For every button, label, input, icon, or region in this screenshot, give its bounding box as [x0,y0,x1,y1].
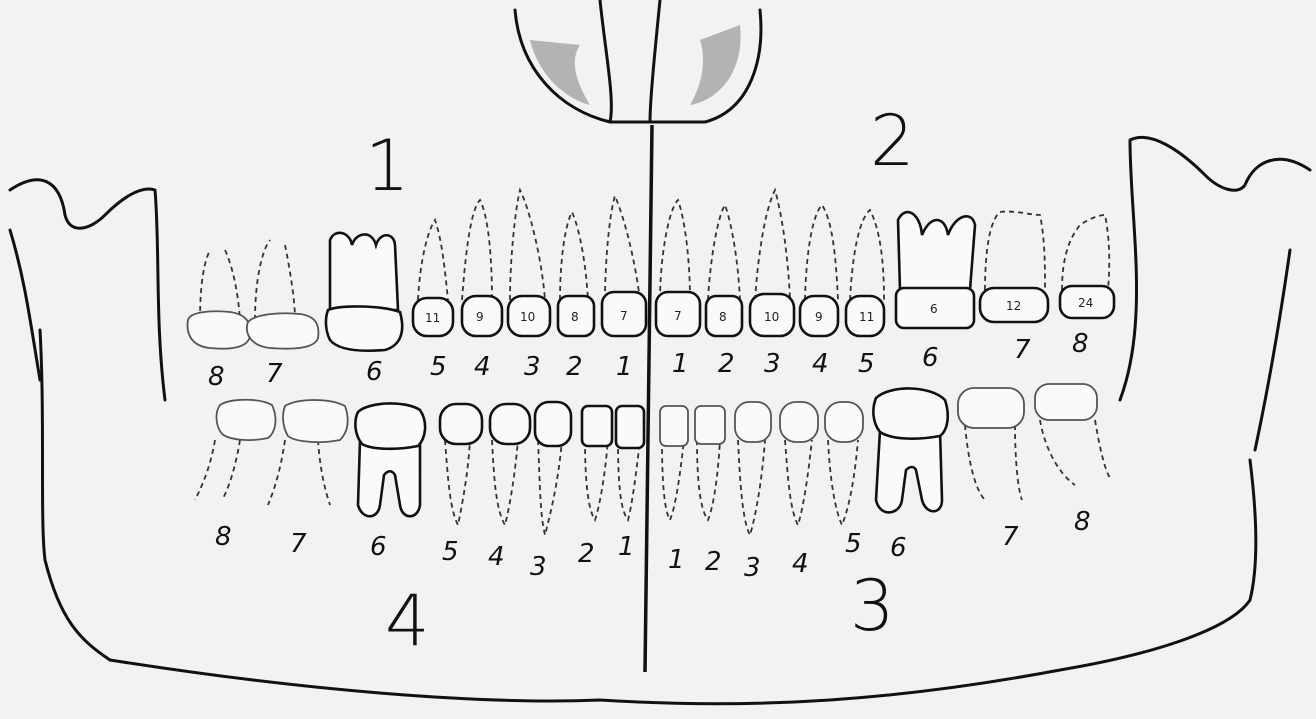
crown-lower-left-4 [780,402,818,442]
jaw-left-ramus [10,180,165,400]
lower-left-number-8: 8 [1074,507,1091,537]
crown-label-ul5: 11 [859,310,874,324]
lower-left-number-3: 3 [744,553,761,583]
lower-left-number-4: 4 [792,549,809,579]
crown-label-ul8: 24 [1078,296,1093,310]
lower-left-number-5: 5 [845,529,862,559]
crown-label-ur2: 8 [571,310,579,324]
crown-label-ur4: 9 [476,310,484,324]
crown-label-ul4: 9 [815,310,823,324]
upper-right-number-5: 5 [430,352,447,382]
crown-label-ur5: 11 [425,311,440,325]
upper-left-number-7: 7 [1014,335,1031,365]
upper-left-number-3: 3 [764,349,781,379]
lower-tooth-numbers: 8 7 6 5 4 3 2 1 1 2 3 4 5 6 7 8 [215,507,1091,583]
upper-left-number-5: 5 [858,349,875,379]
crown-lower-left-2 [695,406,725,444]
lower-right-number-7: 7 [290,529,307,559]
lower-left-number-1: 1 [668,545,685,575]
upper-left-number-1: 1 [672,349,689,379]
crown-lower-right-1 [616,406,644,448]
lower-left-number-7: 7 [1002,522,1019,552]
upper-right-number-7: 7 [266,359,283,389]
crown-label-ul2: 8 [719,310,727,324]
upper-right-number-8: 8 [208,362,225,392]
upper-right-number-6: 6 [366,357,383,387]
upper-right-number-3: 3 [524,352,541,382]
crown-lower-right-3 [535,402,571,446]
lower-right-number-5: 5 [442,537,459,567]
quadrant-3-label: 3 [850,565,895,647]
crown-label-ur1: 7 [620,309,628,323]
nasal-structure [515,0,761,122]
crown-lower-left-1 [660,406,688,446]
lower-right-number-3: 3 [530,552,547,582]
crown-lower-right-4 [490,404,530,444]
lower-right-number-1: 1 [618,532,635,562]
crown-label-ul1: 7 [674,309,682,323]
crown-lower-left-7 [958,388,1024,428]
upper-left-number-2: 2 [718,349,735,379]
crown-label-ur3: 10 [520,310,535,324]
midline [645,125,652,672]
upper-right-number-4: 4 [474,352,491,382]
upper-right-number-1: 1 [616,352,633,382]
upper-left-number-4: 4 [812,349,829,379]
crown-lower-left-8 [1035,384,1097,420]
lower-right-number-8: 8 [215,522,232,552]
upper-left-number-6: 6 [922,343,939,373]
upper-right-number-2: 2 [566,352,583,382]
quadrant-2-label: 2 [870,100,915,182]
lower-crowns [216,384,1097,516]
jaw-right-ramus-inner [1255,250,1290,450]
crown-label-ul7: 12 [1006,299,1021,313]
crown-label-ul6: 6 [930,302,938,316]
crown-lower-left-5 [825,402,863,442]
crown-lower-right-2 [582,406,612,446]
jaw-left-ramus-inner [10,230,40,380]
quadrant-4-label: 4 [385,580,430,662]
upper-left-number-8: 8 [1072,329,1089,359]
crown-lower-right-5 [440,404,482,444]
lower-right-number-4: 4 [488,542,505,572]
lower-left-number-2: 2 [705,547,722,577]
crown-label-ul3: 10 [764,310,779,324]
jaw-right-ramus [1120,137,1310,400]
lower-right-number-2: 2 [578,539,595,569]
lower-right-number-6: 6 [370,532,387,562]
quadrant-1-label: 1 [365,125,410,207]
crown-lower-left-3 [735,402,771,442]
lower-left-number-6: 6 [890,533,907,563]
